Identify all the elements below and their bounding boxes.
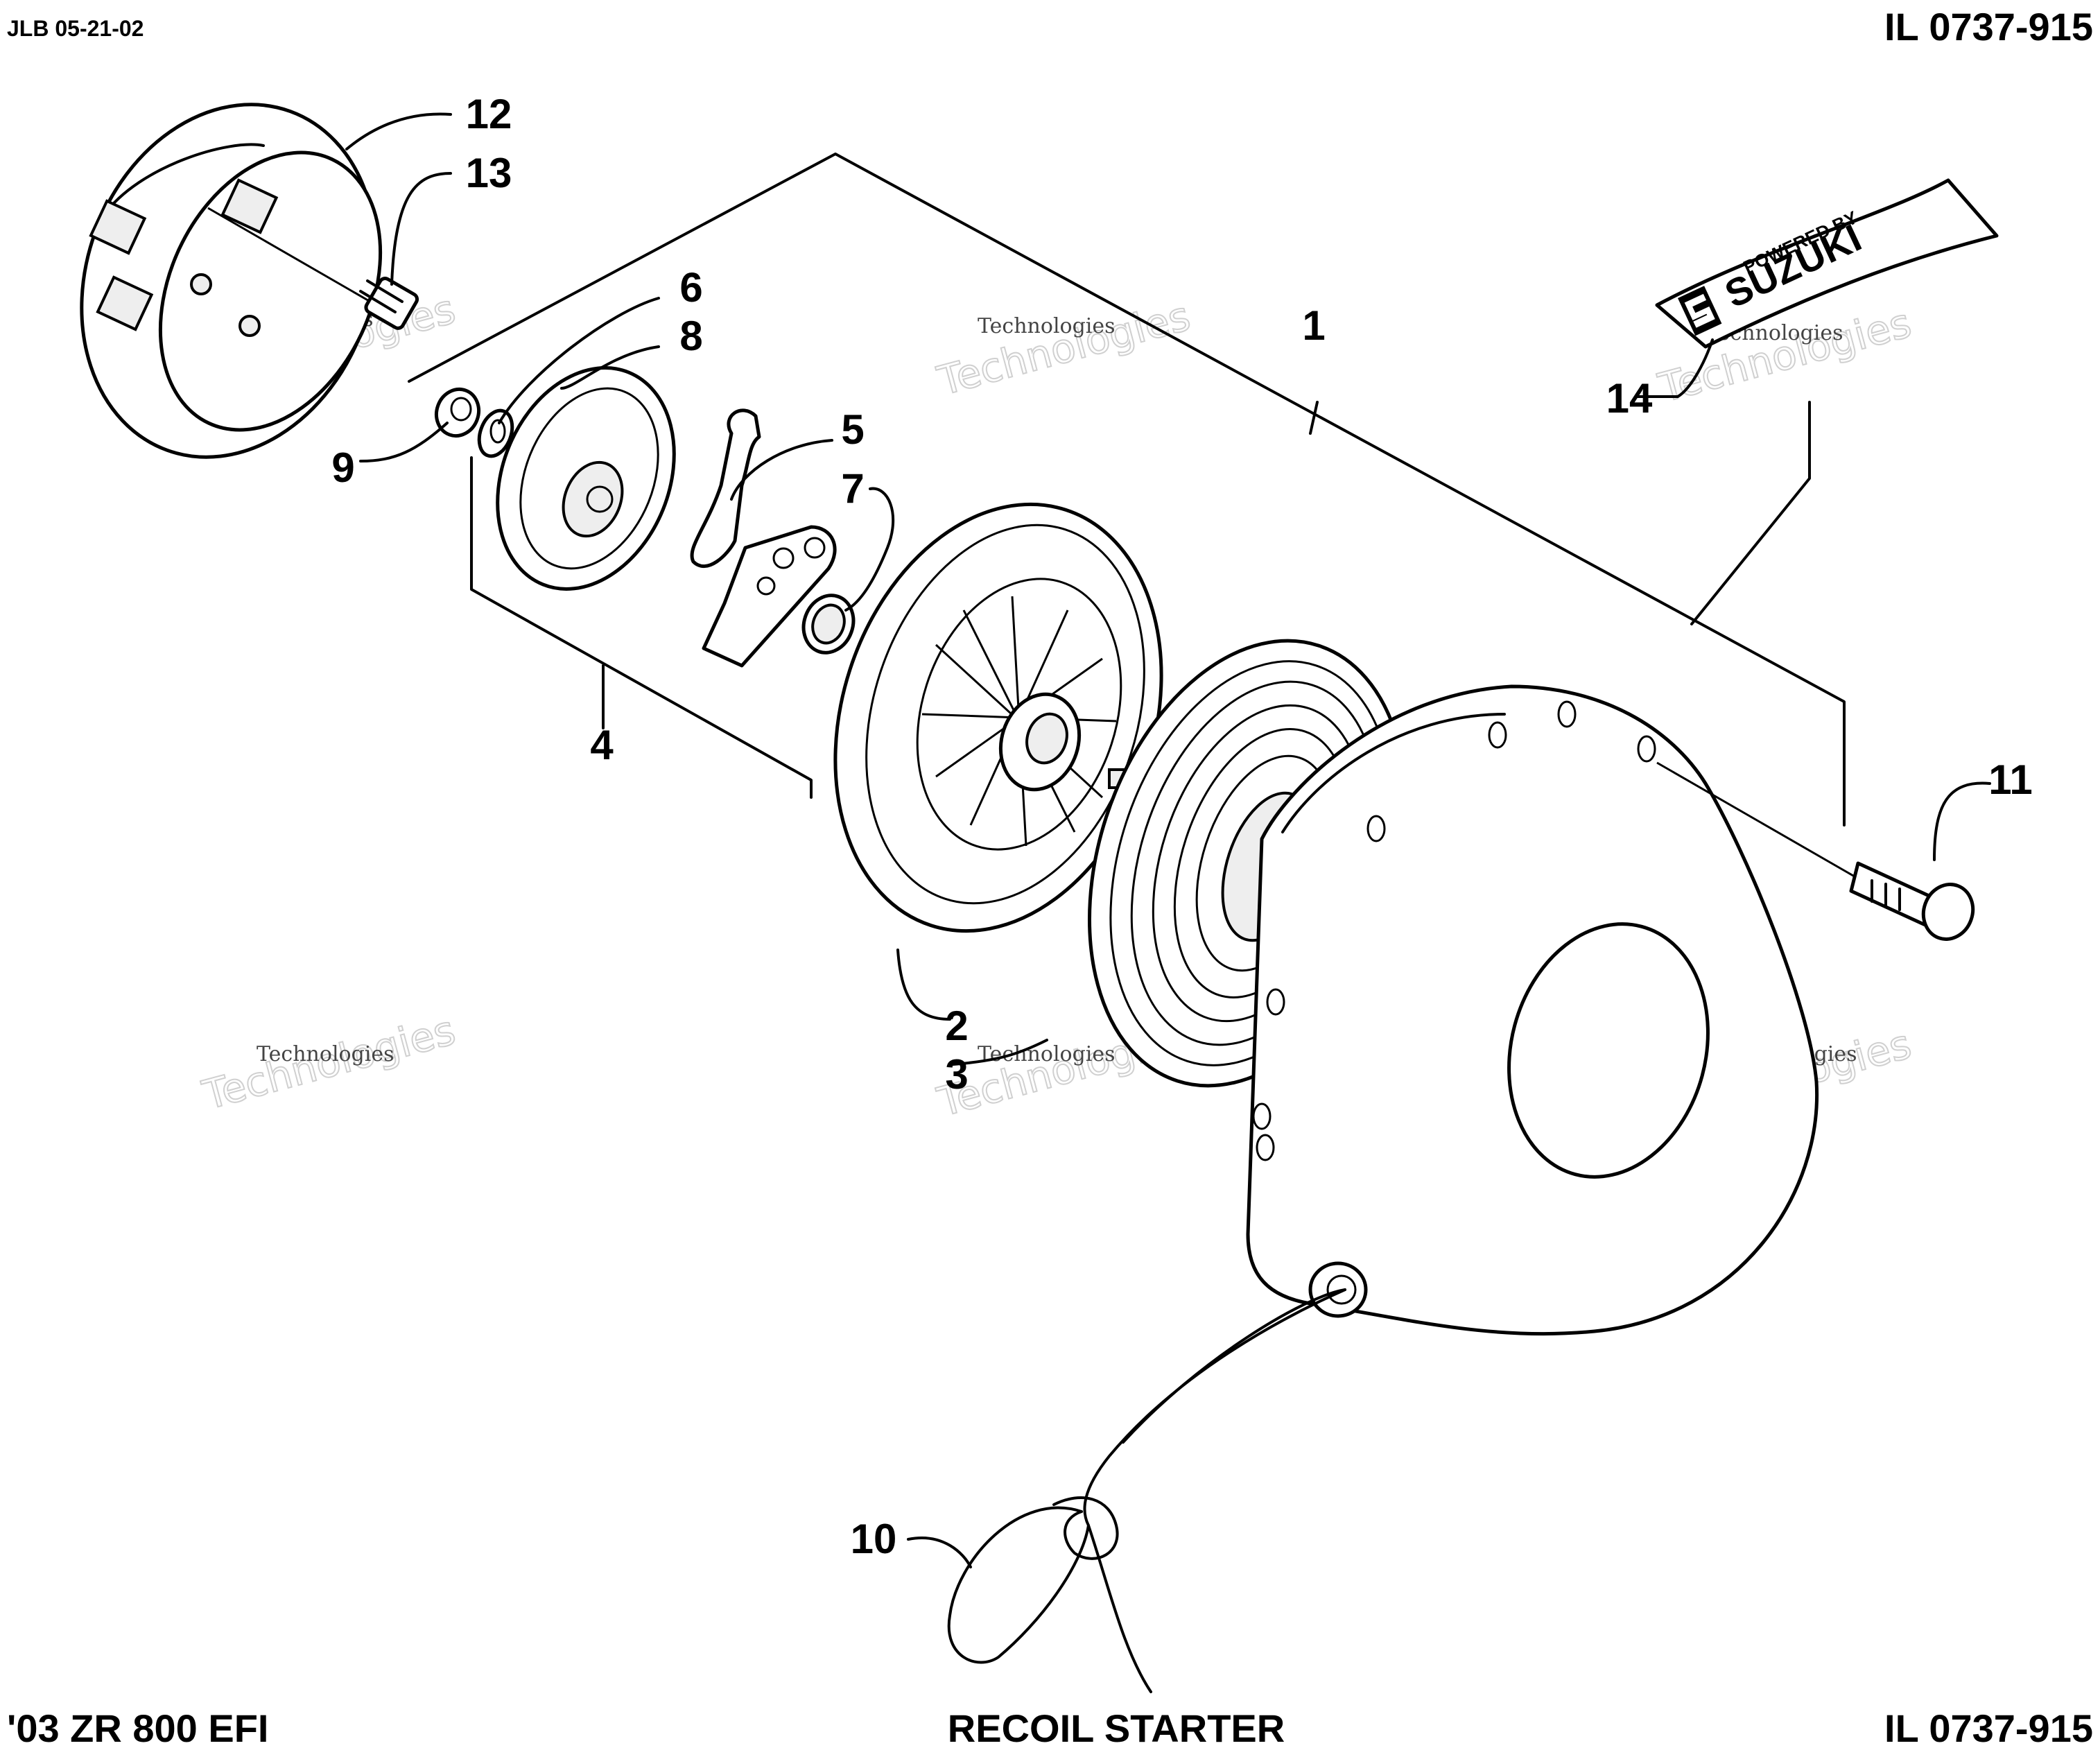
ratchet-pawl (702, 525, 837, 668)
callout-12: 12 (466, 91, 512, 137)
housing-bolt (1656, 761, 1975, 941)
starter-reel (833, 502, 1163, 933)
starter-rope (947, 1288, 1346, 1693)
housing-holes (1252, 700, 1656, 1161)
starter-cup-bolt (207, 207, 419, 330)
callout-9: 9 (331, 444, 354, 491)
callout-8: 8 (679, 313, 702, 359)
drawing-code: JLB 05-21-02 (7, 16, 144, 41)
callout-4: 4 (590, 722, 614, 768)
callout-13: 13 (466, 150, 512, 196)
callout-2: 2 (945, 1003, 968, 1049)
illustration-number-top: IL 0737-915 (1884, 5, 2093, 49)
friction-plate (496, 366, 676, 591)
callout-1: 1 (1302, 302, 1325, 349)
callout-numbers: 1 2 3 4 5 6 7 8 9 10 11 12 13 14 (331, 91, 2032, 1562)
svg-text:Technologies: Technologies (978, 314, 1116, 338)
starter-housing (1246, 684, 1819, 1336)
callout-5: 5 (841, 406, 864, 453)
svg-text:Technologies: Technologies (257, 1042, 394, 1066)
assembly-bracket-1 (408, 153, 1846, 827)
callout-3: 3 (945, 1051, 968, 1098)
ratchet-spring (801, 594, 856, 655)
callout-10: 10 (851, 1516, 897, 1562)
assembly-bracket-4 (470, 456, 813, 799)
svg-text:Technologies: Technologies (932, 292, 1195, 404)
illustration-number-bottom: IL 0737-915 (1884, 1706, 2093, 1748)
callout-leaders (345, 112, 1991, 1568)
callout-7: 7 (841, 465, 864, 512)
svg-text:Technologies: Technologies (978, 1042, 1116, 1066)
nut (435, 387, 480, 438)
model-name: '03 ZR 800 EFI (7, 1706, 268, 1748)
suzuki-logo (1678, 286, 1722, 336)
callout-11: 11 (1988, 756, 2032, 803)
washer (477, 408, 514, 458)
decal-leader-line (1690, 401, 1811, 625)
diagram-title: RECOIL STARTER (948, 1706, 1285, 1748)
starter-cup (80, 103, 383, 459)
callout-14: 14 (1606, 375, 1653, 422)
return-spring (690, 408, 761, 568)
callout-6: 6 (679, 264, 702, 311)
